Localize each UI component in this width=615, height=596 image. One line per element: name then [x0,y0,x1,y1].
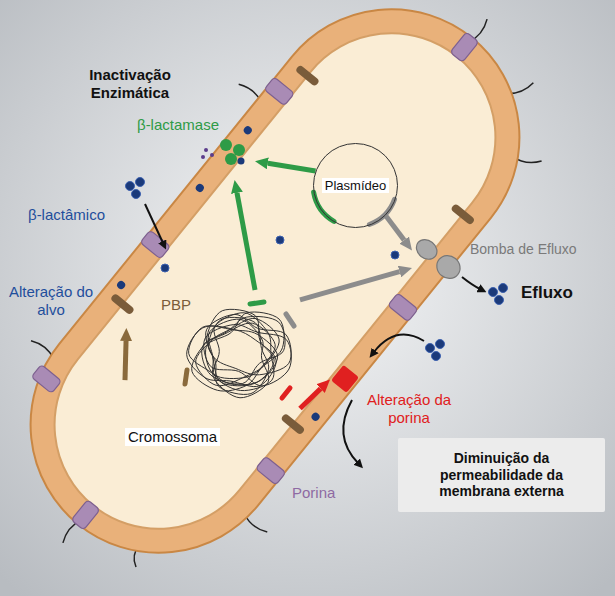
gene [185,370,187,384]
efflux-pump-box: Bomba de Efluxo [412,238,584,288]
porin [450,32,479,62]
molecule [242,125,253,136]
molecule [126,182,135,191]
node-text: Diminuição da permeabilidade da membrana… [407,450,596,500]
deflect-arrow [343,400,358,463]
gene [250,302,264,304]
gene-arrow [268,163,316,171]
gene-arrow [125,341,126,380]
molecule [391,251,399,259]
pbp [280,413,305,436]
pbp [110,293,135,316]
porin [31,365,61,394]
deflect-arrow [374,335,424,352]
molecule [238,158,245,165]
node-text: PBP [158,296,194,314]
altered-porin-box: Alteração da porina [330,366,454,434]
degraded-antibiotic [201,148,214,159]
molecule [310,411,321,422]
efflux-arrow [462,277,480,289]
gene-segments [185,192,395,398]
gene-arrow [300,389,321,409]
molecule [499,284,508,293]
fragment [204,148,208,152]
mechanism-label: Efluxo [521,283,573,303]
pump-part [432,251,464,283]
beta-lactamase-enzymes [220,139,245,165]
porin [264,77,294,106]
molecule [132,190,141,199]
fragment [210,153,214,157]
mechanism-label: Alteração do alvo [8,283,94,319]
pbp [295,64,320,87]
porin [256,456,286,485]
part-label: Porina [292,484,335,502]
chromosome-dna [187,309,292,397]
entry-arrow [145,204,163,243]
molecule [116,279,127,290]
porin [140,230,170,259]
periplasm-molecules [116,124,435,438]
section-heading: Inactivação Enzimática [60,66,200,102]
enzyme [225,153,237,165]
dna-strand [192,323,276,391]
porin [71,500,100,530]
altered-porin [331,365,359,393]
enzyme-group: β-lactamase [135,113,255,180]
enzyme [220,139,232,151]
pbp [450,203,475,226]
molecule [436,340,445,349]
gene-arrow [386,216,405,241]
node-text: Alteração da porina [366,391,452,427]
fragment [201,155,205,159]
chromosome-area: Cromossoma [125,290,300,448]
molecule [276,236,284,244]
enzyme [233,144,245,156]
pump-part [412,235,440,263]
movement-arrows [145,204,480,463]
efflux-pump [411,234,464,283]
node-text: β-lactamase [137,116,219,134]
antibiotic-label: β-lactâmico [28,206,105,224]
dna-strand [187,326,277,387]
molecule [426,344,435,353]
antibiotic-molecules [126,178,508,361]
gene [286,314,294,326]
molecule [495,296,504,305]
gene-arrow [237,193,255,290]
plasmid-circle: Plasmídeo [313,143,398,228]
gene [282,388,290,398]
molecule [161,264,169,272]
molecule [432,352,441,361]
pbp-box: PBP [108,288,200,328]
plasmid-gene [314,192,334,221]
molecule [194,182,205,193]
node-text: Cromossoma [125,428,220,446]
dna-strand [196,318,280,385]
gene-arrow [300,272,399,300]
porin [388,293,418,322]
molecule [136,178,145,187]
molecule [489,288,498,297]
pbp-proteins [110,64,482,446]
node-text: Bomba de Efluxo [470,241,577,258]
note-box: Diminuição da permeabilidade da membrana… [398,438,605,512]
node-text: Plasmídeo [322,178,389,194]
